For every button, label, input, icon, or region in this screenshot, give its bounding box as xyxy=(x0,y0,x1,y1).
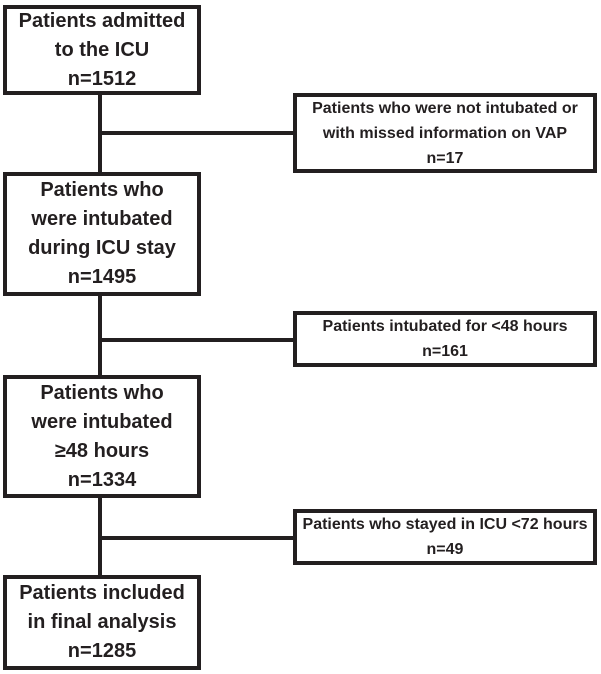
flow-box-intubated-48h: Patients who were intubated ≥48 hours n=… xyxy=(3,375,201,498)
flow-box-patients-admitted: Patients admitted to the ICU n=1512 xyxy=(3,5,201,95)
flow-box-final-analysis: Patients included in final analysis n=12… xyxy=(3,575,201,670)
exclusion-box-not-intubated: Patients who were not intubated or with … xyxy=(293,93,597,173)
box-count: n=1495 xyxy=(67,266,137,288)
box-text-line: Patients who were not intubated or xyxy=(312,99,578,117)
connector-branch-2 xyxy=(100,338,293,342)
box-text-line: Patients who xyxy=(40,179,164,201)
box-count: n=1334 xyxy=(67,468,137,491)
box-text-line: during ICU stay xyxy=(28,237,176,259)
connector-branch-3 xyxy=(100,536,293,540)
box-text-line: ≥48 hours xyxy=(54,439,150,462)
box-text-line: Patients admitted xyxy=(18,9,186,32)
box-text-line: to the ICU xyxy=(54,38,150,61)
box-count: n=1285 xyxy=(67,640,137,662)
exclusion-box-under-72h: Patients who stayed in ICU <72 hours n=4… xyxy=(293,509,597,565)
box-text-line: in final analysis xyxy=(27,611,177,633)
flow-box-intubated-during-stay: Patients who were intubated during ICU s… xyxy=(3,172,201,296)
connector-vertical-2 xyxy=(98,296,102,376)
box-text-line: were intubated xyxy=(31,208,173,230)
box-count: n=17 xyxy=(426,149,464,167)
exclusion-box-under-48h: Patients intubated for <48 hours n=161 xyxy=(293,311,597,367)
box-count: n=161 xyxy=(422,343,468,360)
connector-branch-1 xyxy=(100,131,293,135)
box-text-line: were intubated xyxy=(31,410,173,433)
box-text-line: Patients included xyxy=(19,582,185,604)
box-text-line: Patients intubated for <48 hours xyxy=(322,318,568,335)
box-count: n=1512 xyxy=(67,67,137,90)
box-text-line: Patients who stayed in ICU <72 hours xyxy=(302,516,588,533)
box-text-line: Patients who xyxy=(40,381,164,404)
box-count: n=49 xyxy=(426,541,464,558)
box-text-line: with missed information on VAP xyxy=(322,124,568,142)
